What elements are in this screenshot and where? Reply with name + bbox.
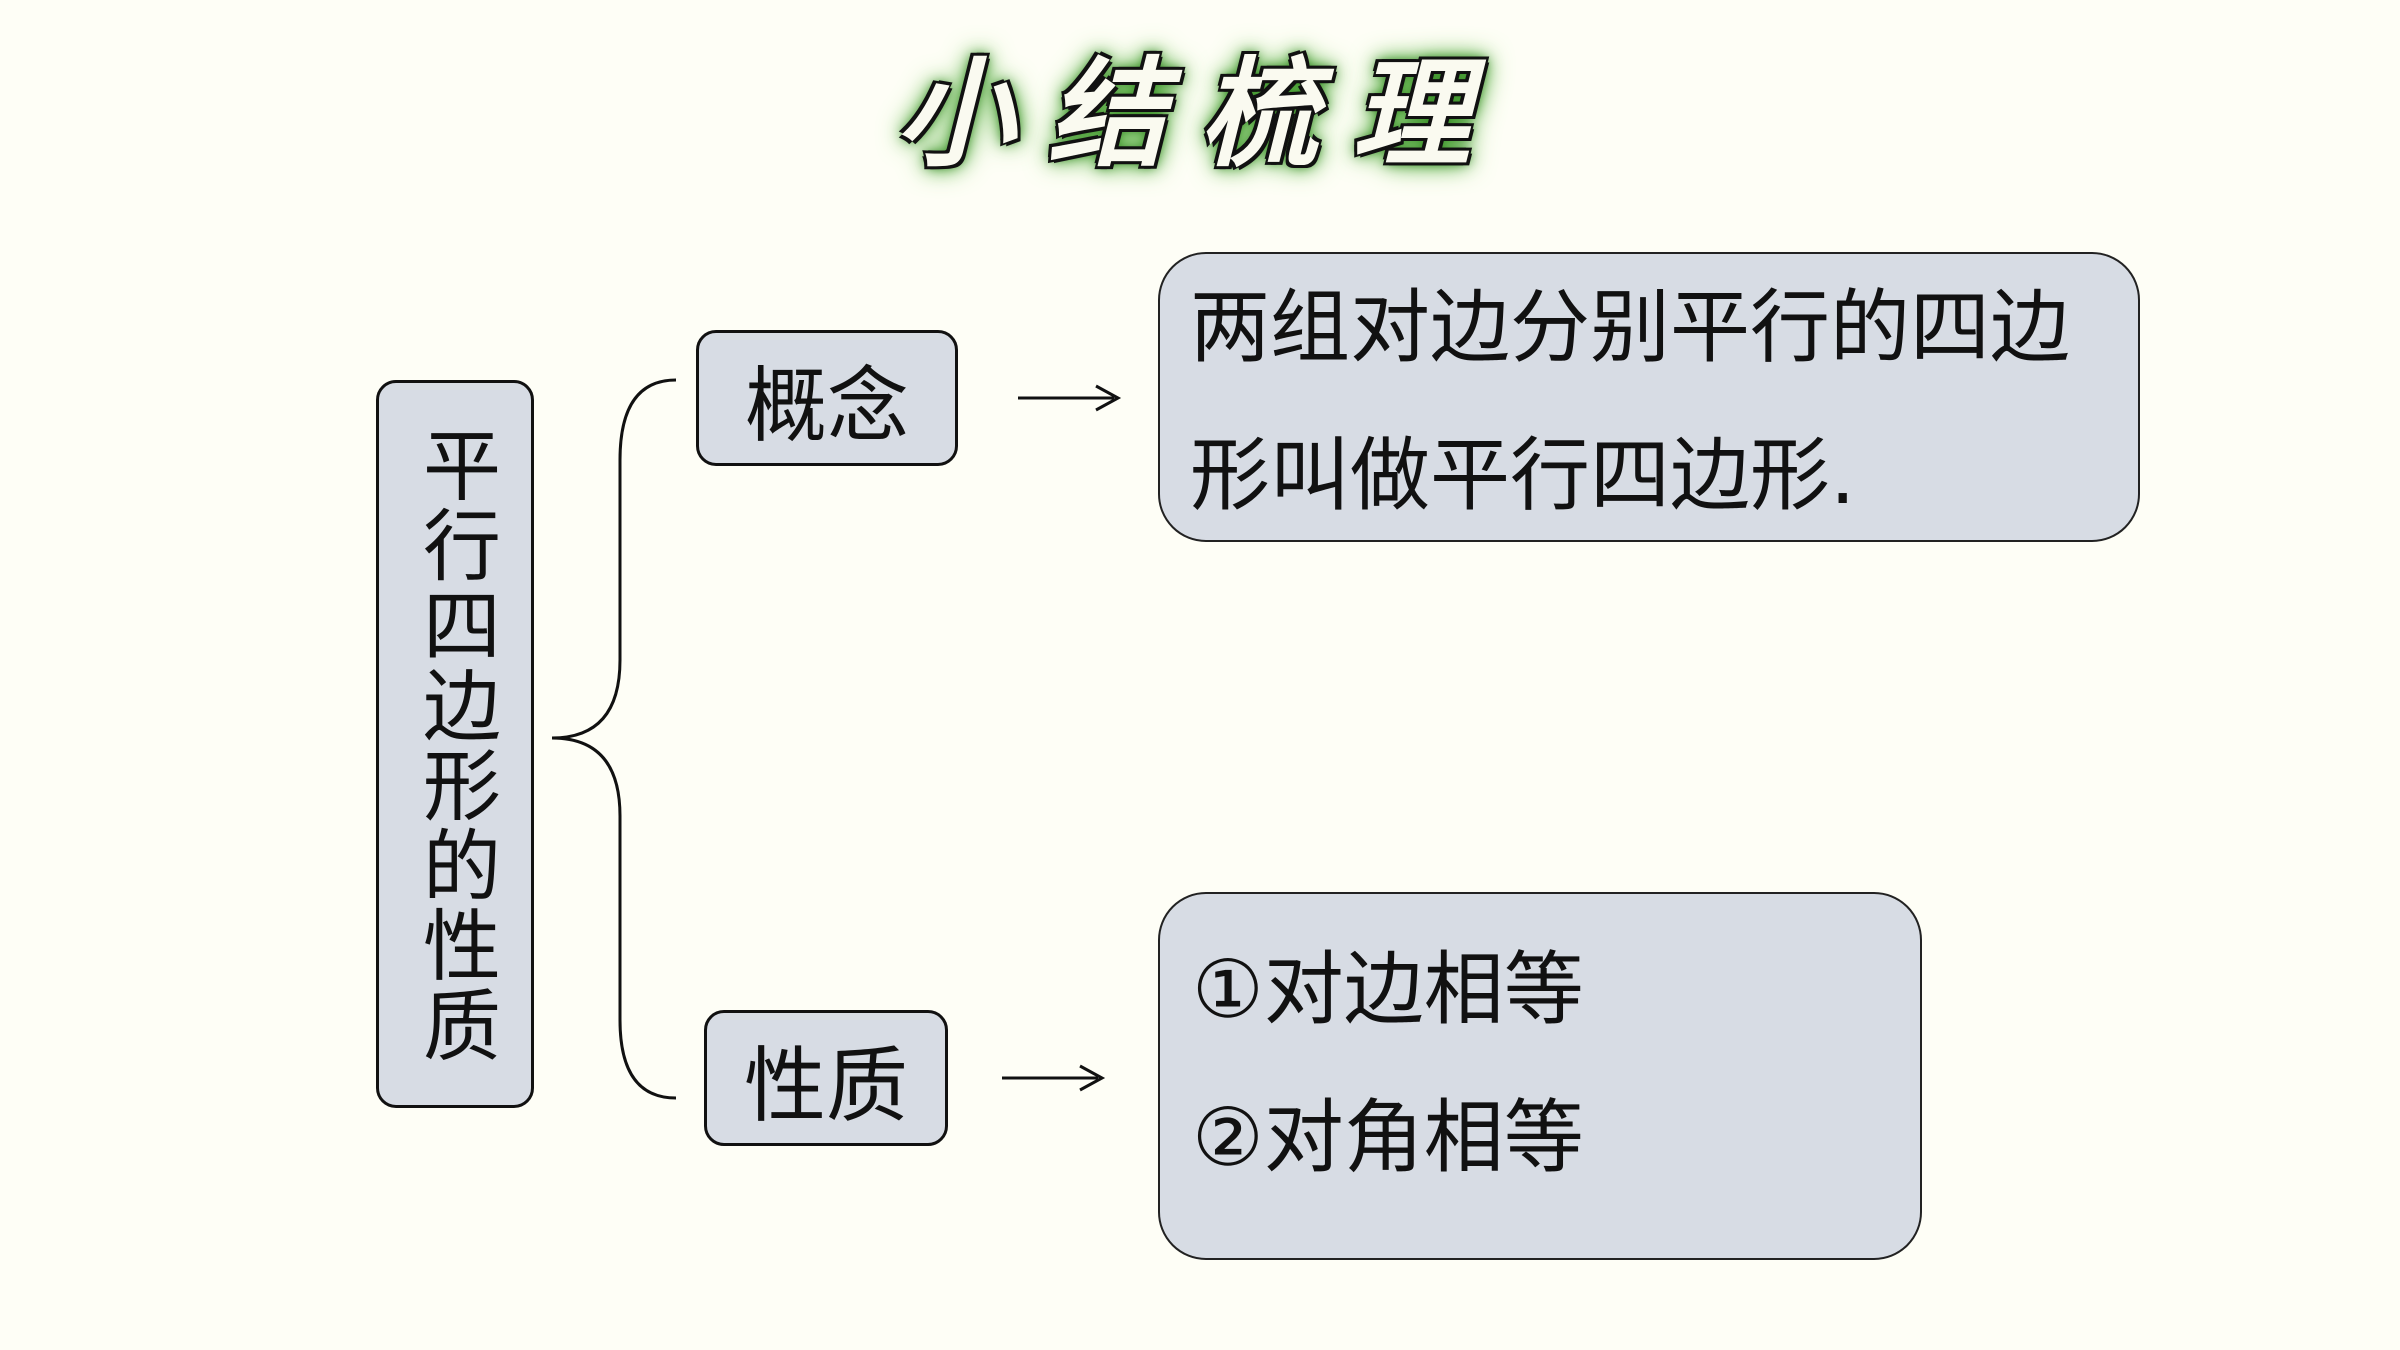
root-label: 平行四边形的性质 xyxy=(410,425,500,1065)
arrow-property xyxy=(1002,1064,1106,1092)
root-node: 平行四边形的性质 xyxy=(376,380,534,1108)
definition-text: 两组对边分别平行的四边形叫做平行四边形. xyxy=(1190,281,2070,522)
property-node: 性质 xyxy=(704,1010,948,1146)
concept-label: 概念 xyxy=(744,358,909,454)
concept-node: 概念 xyxy=(696,330,958,466)
property-item-opposite-angles: ②对角相等 xyxy=(1192,1091,1584,1184)
definition-box: 两组对边分别平行的四边形叫做平行四边形. xyxy=(1158,252,2140,542)
arrow-concept xyxy=(1018,384,1122,412)
page-title: 小结梳理 xyxy=(895,44,1504,183)
property-item-opposite-sides: ①对边相等 xyxy=(1192,943,1584,1036)
branch-brace xyxy=(551,378,677,1100)
properties-box: ①对边相等 ②对角相等 xyxy=(1158,892,1922,1260)
property-label: 性质 xyxy=(743,1038,908,1134)
